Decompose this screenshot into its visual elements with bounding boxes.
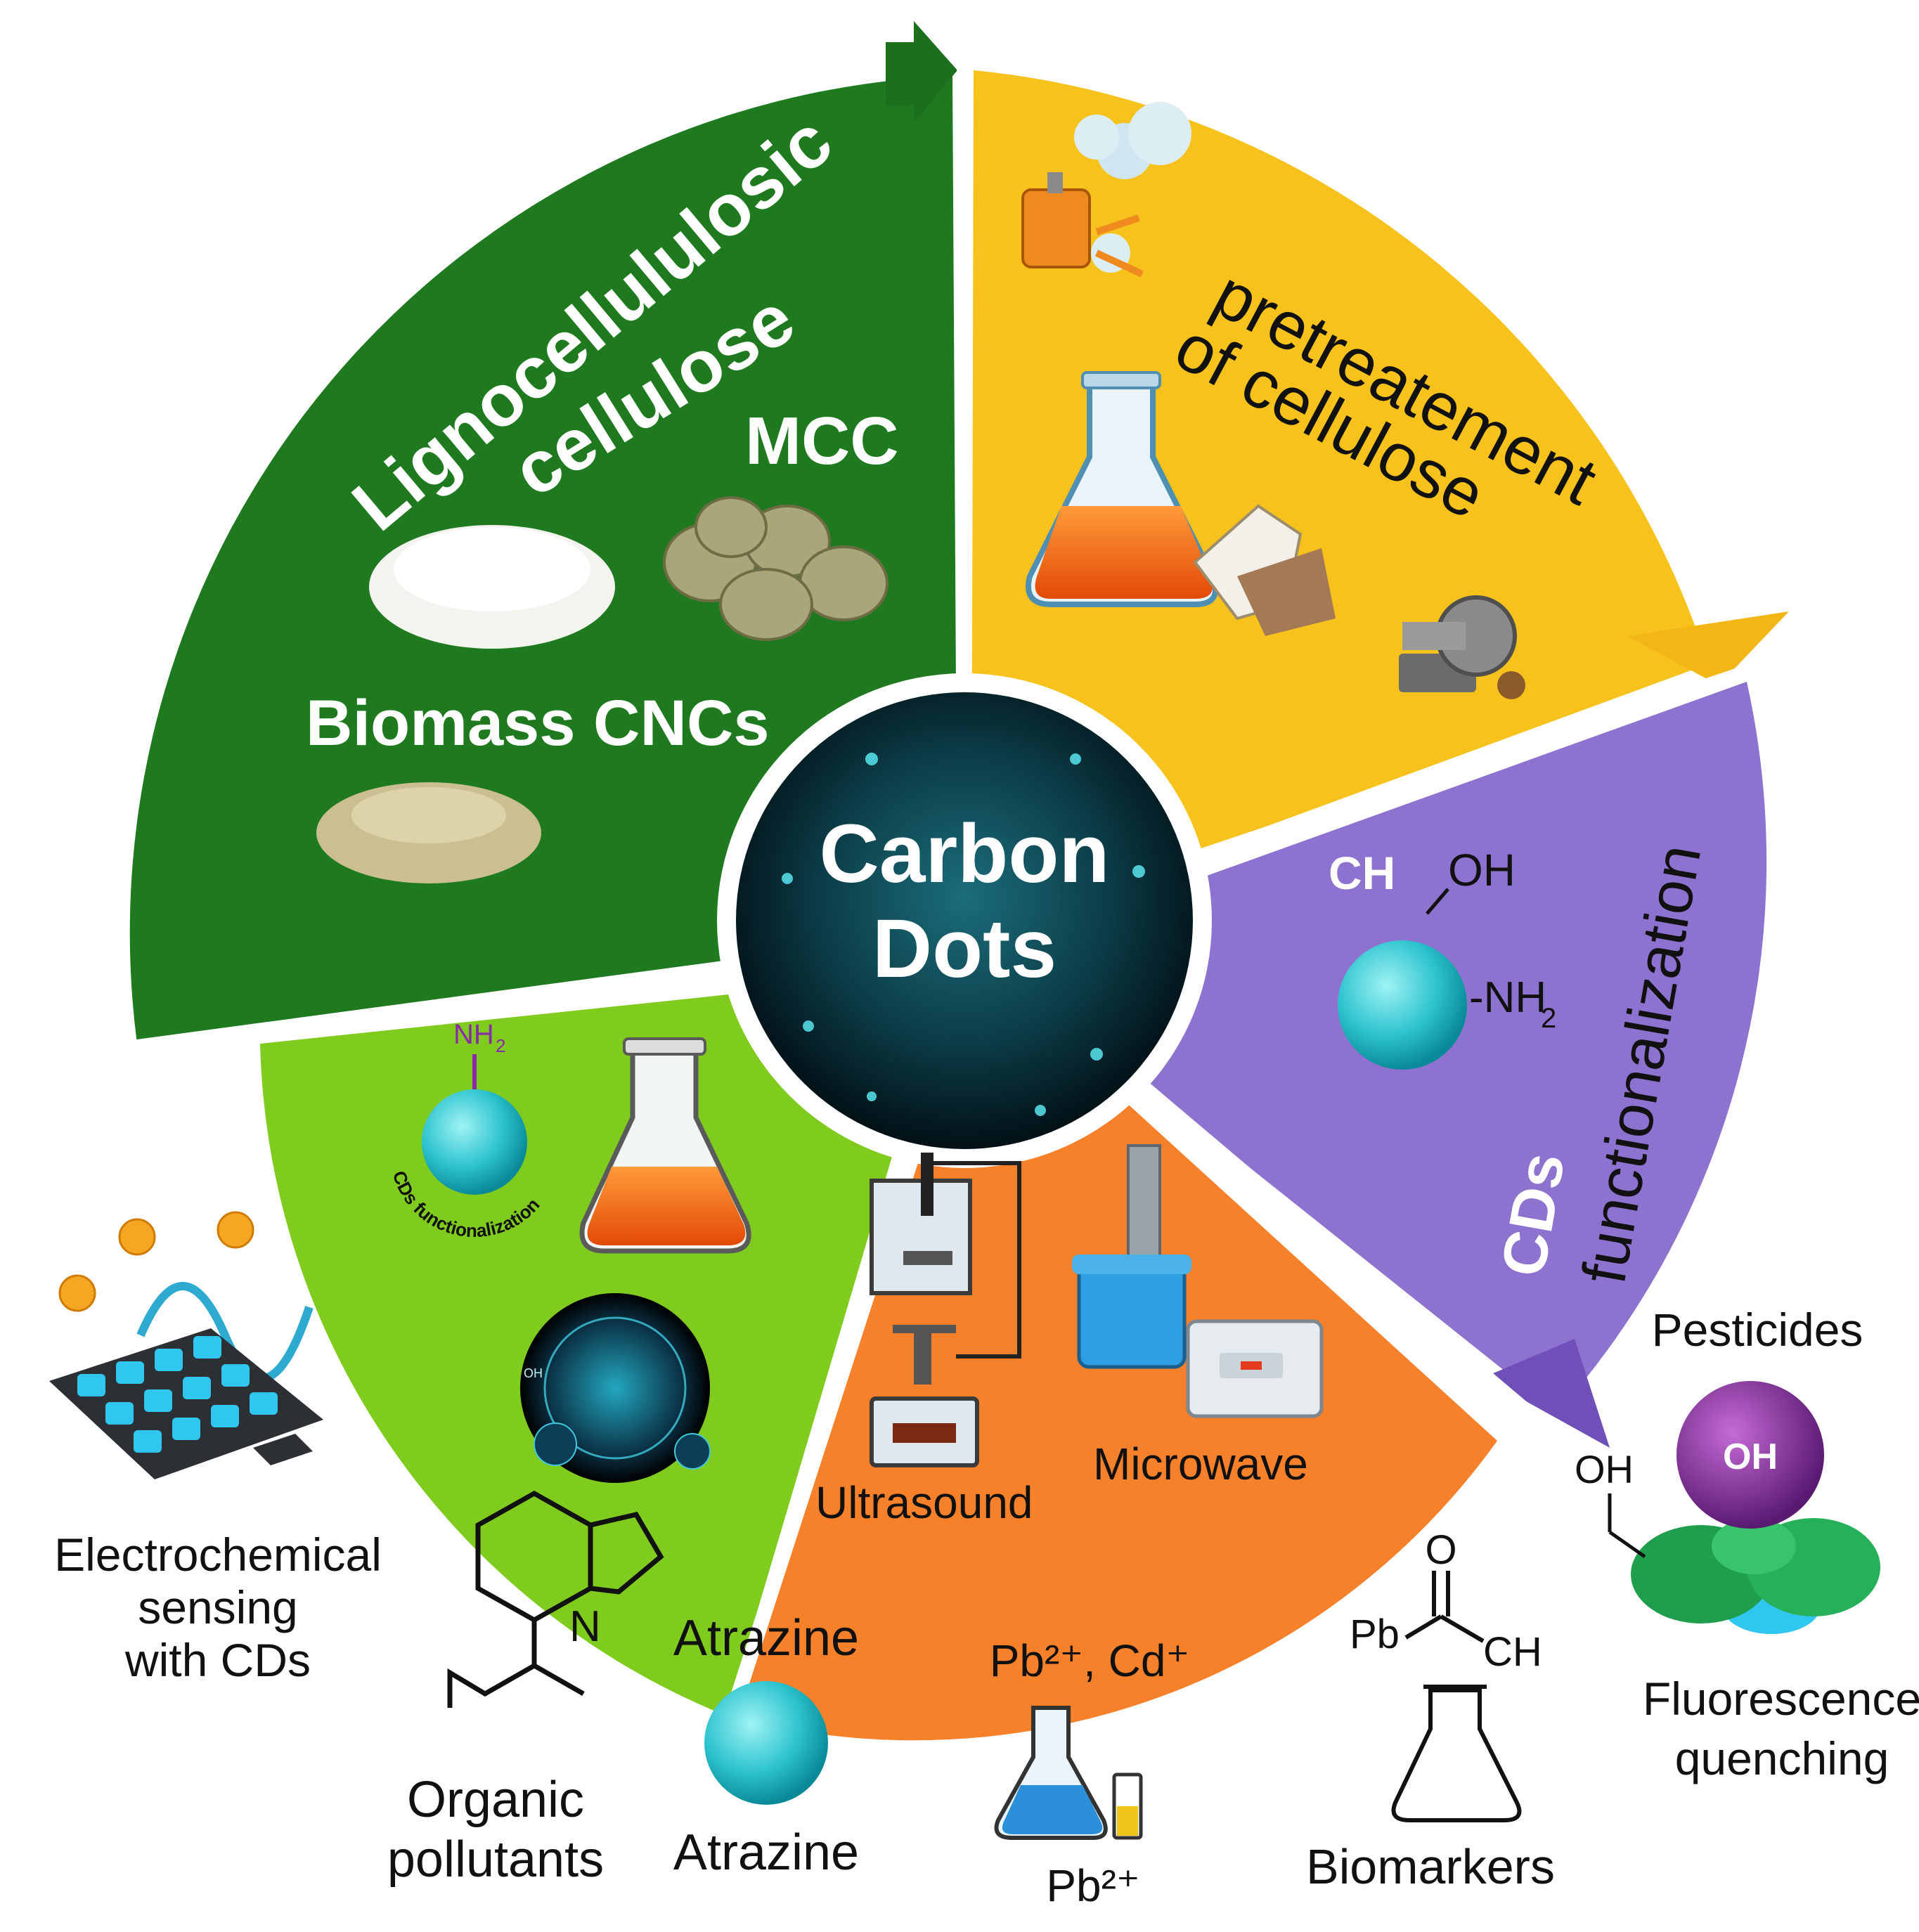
- lg-nh2-label: NH: [453, 1019, 494, 1050]
- biomass-cncs-label: Biomass CNCs: [306, 687, 770, 759]
- organic-label-line1: Organic: [407, 1772, 584, 1828]
- pesticide-ball: [1676, 1381, 1824, 1529]
- microwave-reactor-icon: [1072, 1144, 1324, 1418]
- atrazine-ball: [704, 1681, 828, 1805]
- group-ch: CH: [1329, 847, 1395, 899]
- center-title-line2: Dots: [872, 902, 1057, 995]
- biomarker-ch-label: CH: [1483, 1629, 1542, 1675]
- flask-icon: [1026, 371, 1218, 607]
- bond-line: [1608, 1530, 1646, 1559]
- wood-chunk-icon: [1193, 504, 1336, 636]
- mcc-pellets-image: [663, 496, 889, 641]
- green-arrow-head: [886, 21, 957, 123]
- pesticide-oh-side-label: OH: [1575, 1447, 1634, 1491]
- ultrasound-label: Ultrasound: [815, 1477, 1033, 1528]
- lg-nh2-sub: 2: [496, 1035, 505, 1056]
- mcc-label: MCC: [745, 403, 899, 479]
- organic-n-label: N: [569, 1602, 601, 1651]
- lg-flask-icon: [579, 1037, 751, 1254]
- core-sparkles: [782, 753, 1145, 1116]
- yellow-arrow-head: [1627, 611, 1789, 685]
- signal-wave-icon: [136, 1282, 314, 1383]
- group-oh: OH: [1448, 845, 1516, 895]
- carbon-dot-ball: [1338, 940, 1467, 1070]
- grinder-icon: [1399, 595, 1525, 699]
- organic-pollutant-structure: [447, 1490, 664, 1708]
- atrazine-bottom-label: Atrazine: [673, 1824, 859, 1881]
- fluorescence-label-line1: Fluorescence: [1643, 1673, 1919, 1725]
- fluorescence-label-line2: quenching: [1675, 1732, 1889, 1784]
- microwave-label: Microwave: [1093, 1439, 1308, 1489]
- segment-pretreatment: [971, 70, 1708, 935]
- biomarker-o-label: O: [1425, 1527, 1456, 1573]
- steam-reactor-icon: [1021, 102, 1191, 278]
- organic-label-line2: pollutants: [387, 1831, 604, 1888]
- ultrasound-apparatus-icon: [870, 1153, 1021, 1467]
- atrazine-top-label: Atrazine: [673, 1610, 859, 1666]
- lg-carbon-dot-ball: [422, 1089, 527, 1195]
- electrochemical-label-line2: sensing: [138, 1581, 298, 1633]
- purple-arrow-head: [1483, 1339, 1610, 1448]
- group-nh2: -NH: [1469, 973, 1546, 1022]
- pesticide-oh-ball-label: OH: [1723, 1437, 1778, 1477]
- biomarker-flask-icon: [1391, 1685, 1522, 1822]
- center-title-line1: Carbon: [820, 808, 1110, 900]
- electrochemical-label-line3: with CDs: [124, 1634, 311, 1686]
- metals-top-label: Pb²⁺, Cd⁺: [990, 1635, 1190, 1686]
- electrochemical-label-line1: Electrochemical: [54, 1529, 382, 1581]
- group-nh2-sub: 2: [1541, 1003, 1556, 1034]
- fluorescence-probe-icon: [1631, 1518, 1880, 1634]
- bond-line: [1426, 888, 1449, 915]
- pesticides-label: Pesticides: [1652, 1304, 1863, 1356]
- carbon-dots-core: [736, 692, 1193, 1149]
- biomarker-pb-label: Pb: [1350, 1612, 1400, 1657]
- biomarkers-label: Biomarkers: [1306, 1839, 1555, 1894]
- biomarker-structure: [1404, 1571, 1485, 1643]
- electrode-array-icon: [49, 1328, 323, 1479]
- metals-flask-icon: [994, 1706, 1143, 1840]
- lg-oh-label: OH: [524, 1366, 543, 1380]
- sensor-particles-icon: [58, 1211, 254, 1312]
- metals-bottom-label: Pb²⁺: [1046, 1860, 1139, 1911]
